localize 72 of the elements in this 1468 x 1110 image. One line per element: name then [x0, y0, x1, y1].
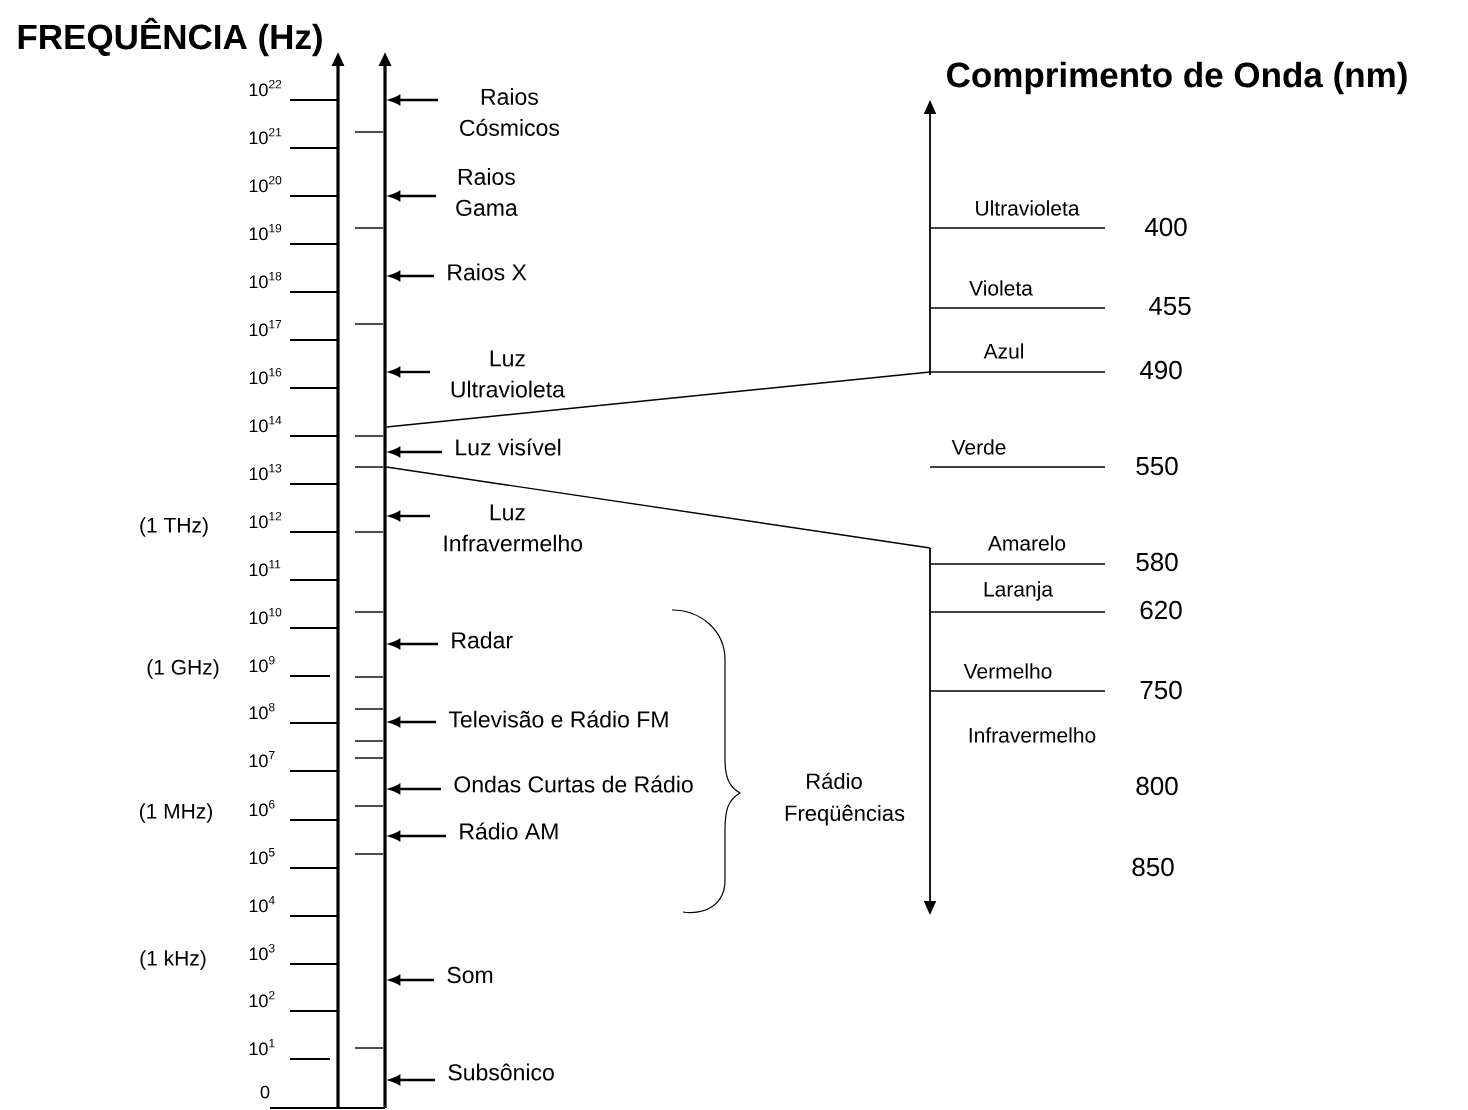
wavelength-value: 620	[1140, 600, 1182, 620]
tick-label: 10$^{2}$	[249, 991, 275, 1008]
tick-label: 10$^{1}$	[249, 1039, 275, 1056]
band-label: Som	[447, 966, 493, 984]
tick-label: 10$^{13}$	[249, 464, 282, 481]
wavelength-value: 490	[1139, 360, 1182, 380]
color-label: Amarelo	[987, 535, 1066, 551]
unit-label: (1 MHz)	[139, 803, 212, 823]
band-label: Raios X	[448, 263, 527, 281]
tick-label: 10$^{20}$	[249, 176, 282, 193]
band-label: Subsônico	[448, 1063, 554, 1081]
band-label: Raios Gama	[456, 168, 518, 216]
color-label: Violeta	[969, 280, 1033, 296]
color-label: Laranja	[984, 581, 1053, 601]
band-label: Rádio AM	[460, 822, 558, 840]
tick-label: 10$^{17}$	[249, 320, 282, 337]
tick-label: 10$^{14}$	[249, 416, 282, 433]
tick-label: 10$^{18}$	[249, 272, 282, 289]
tick-label: 0	[260, 1085, 270, 1099]
tick-label: 10$^{10}$	[249, 608, 282, 625]
arrow	[389, 511, 430, 521]
wavelength-value: 850	[1132, 857, 1174, 877]
arrow	[389, 191, 436, 201]
color-label: Azul	[983, 343, 1024, 359]
color-label: Verde	[951, 439, 1006, 455]
tick-label: 10$^{3}$	[249, 944, 275, 961]
unit-label: (1 THz)	[140, 517, 208, 537]
unit-label: (1 kHz)	[140, 950, 206, 970]
tick-label: 10$^{22}$	[249, 80, 282, 97]
arrow	[389, 271, 434, 281]
band-label: Raios Cósmicos	[460, 88, 560, 136]
arrow	[389, 1075, 435, 1085]
axis-title: FREQUÊNCIA (Hz)	[18, 17, 322, 57]
color-label: Infravermelho	[969, 727, 1096, 743]
arrow	[389, 831, 446, 841]
tick-label: 10$^{16}$	[249, 368, 282, 385]
tick-label: 10$^{19}$	[249, 224, 282, 241]
band-label: Luz visível	[456, 438, 561, 456]
projection-line	[385, 371, 931, 428]
band-label: Ondas Curtas de Rádio	[454, 775, 693, 793]
unit-label: (1 GHz)	[147, 659, 219, 679]
wavelength-value: 800	[1136, 776, 1178, 796]
tick-label: 10$^{9}$	[249, 656, 275, 673]
tick-label: 10$^{21}$	[249, 128, 282, 145]
band-label: Radar	[452, 631, 513, 649]
wavelength-value: 455	[1148, 296, 1191, 316]
wavelength-value: 580	[1136, 552, 1178, 572]
wavelength-value: 550	[1136, 456, 1178, 476]
color-label: Vermelho	[963, 663, 1052, 679]
tick-label: 10$^{7}$	[249, 751, 275, 768]
tick-label: 10$^{8}$	[249, 703, 275, 720]
arrow	[389, 95, 438, 105]
wavelength-value: 400	[1144, 217, 1187, 237]
tick-label: 10$^{11}$	[249, 560, 281, 577]
tick-label: 10$^{4}$	[249, 896, 275, 913]
arrow	[389, 367, 430, 377]
arrow	[389, 447, 442, 457]
tick-label: 10$^{12}$	[249, 512, 282, 529]
brace-label: Rádio Freqüências	[785, 772, 905, 826]
wavelength-value: 750	[1140, 680, 1182, 700]
band-label: Luz Infravermelho	[444, 504, 583, 552]
axis-title: Comprimento de Onda (nm)	[947, 61, 1407, 95]
band-label: Televisão e Rádio FM	[448, 710, 668, 728]
arrow	[389, 639, 438, 649]
arrow	[389, 784, 441, 794]
band-label: Luz Ultravioleta	[451, 350, 565, 398]
arrow	[389, 717, 436, 727]
tick-label: 10$^{5}$	[249, 848, 275, 865]
arrow	[389, 975, 434, 985]
projection-line	[385, 466, 931, 549]
color-label: Ultravioleta	[976, 200, 1080, 216]
tick-label: 10$^{6}$	[249, 800, 275, 817]
